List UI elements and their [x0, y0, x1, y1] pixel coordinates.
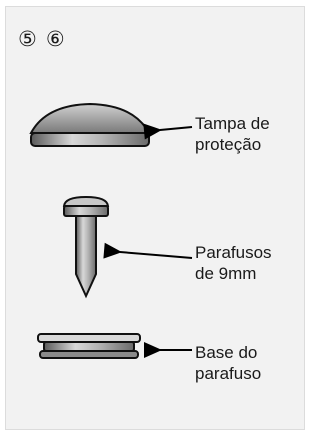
base-label: Base do parafuso — [195, 343, 262, 383]
dome-cap-icon — [29, 102, 151, 147]
screw-base-icon — [37, 333, 141, 359]
screw-label: Parafusos de 9mm — [195, 243, 272, 283]
cap-label: Tampa de proteção — [195, 114, 270, 154]
parts-illustration — [29, 102, 193, 359]
step-number-6: ⑥ — [45, 28, 67, 51]
cap-pointer-arrow — [143, 123, 193, 140]
screw-pointer-arrow — [103, 242, 193, 259]
step-number-5: ⑤ — [18, 28, 39, 51]
screw-icon — [62, 195, 110, 299]
